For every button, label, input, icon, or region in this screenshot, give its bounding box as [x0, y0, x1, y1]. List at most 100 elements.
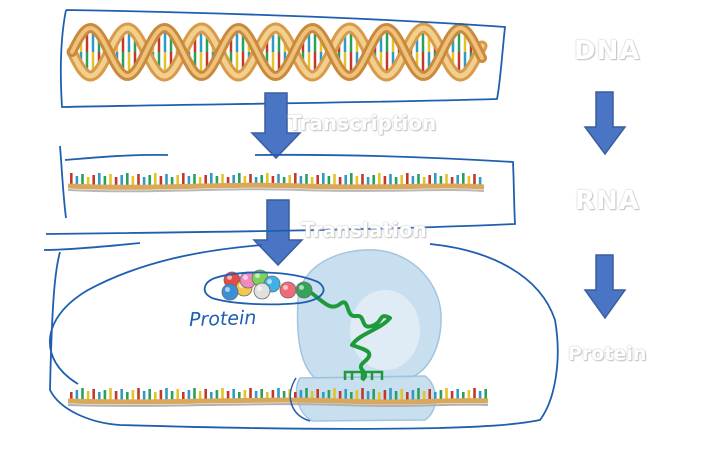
rna-base [389, 388, 392, 401]
rna-base [249, 174, 252, 186]
rna-base [204, 389, 207, 401]
rna-base [182, 392, 185, 401]
rna-base [114, 177, 118, 186]
amino-acid-shine [299, 285, 304, 290]
rna-base [478, 177, 482, 186]
rna-base [338, 177, 342, 186]
rna-base [271, 390, 275, 401]
rna-base [232, 175, 235, 186]
protein-label: Protein [568, 343, 647, 365]
rna-base [210, 392, 213, 401]
rna-base [434, 173, 437, 186]
rna-base [355, 176, 359, 186]
rna-base [243, 390, 247, 401]
rna-base [75, 390, 79, 401]
protein-ink-outline [203, 271, 325, 306]
rna-base [333, 174, 336, 186]
rna-base [232, 389, 235, 401]
rna-base [445, 174, 448, 186]
rna-base [238, 173, 241, 186]
rna-base [305, 388, 308, 401]
rna-base [338, 391, 342, 401]
dna-backbone-strand-a-highlight [69, 25, 485, 79]
rna-base [126, 173, 129, 186]
rna-label: RNA [575, 186, 640, 216]
rna-base [467, 176, 471, 186]
mrna-backbone [67, 397, 489, 405]
rna-base [350, 173, 353, 186]
rna-base [462, 392, 465, 401]
rna-base [176, 389, 179, 401]
amino-acid-shine [283, 285, 288, 290]
rna-base [361, 174, 364, 186]
rna-base [198, 177, 202, 186]
rna-base [142, 177, 146, 186]
rna-base [81, 388, 84, 401]
rna-base [260, 389, 263, 401]
rna-base [182, 173, 185, 186]
rna-base [271, 176, 275, 186]
rna-base [394, 391, 398, 401]
mrna-bases [70, 388, 487, 401]
rna-base [137, 388, 140, 401]
rna-base [422, 177, 426, 186]
rna-base [109, 174, 112, 186]
rna-base [131, 176, 135, 186]
rna-base [154, 392, 157, 401]
rna-base [294, 392, 297, 401]
rna-base [294, 173, 297, 186]
rna-base [176, 175, 179, 186]
rna-base [478, 391, 482, 401]
rna-base [159, 390, 163, 401]
rna-base [422, 391, 426, 401]
polypeptide-chain [308, 290, 392, 382]
down-arrow-icon [583, 254, 627, 320]
rna-base [170, 177, 174, 186]
rna-base [406, 173, 409, 186]
rna-base [484, 389, 487, 401]
rna-base [193, 174, 196, 186]
rna-base [148, 389, 151, 401]
ribosome-small-subunit [295, 375, 437, 422]
dna-helix-icon [66, 22, 488, 82]
rna-base [98, 173, 101, 186]
amino-acid-shine [243, 275, 248, 280]
rna-base [70, 173, 73, 186]
rna-base [400, 389, 403, 401]
ribosome-ink-outline [289, 377, 311, 422]
amino-acid-chain [221, 269, 313, 301]
rna-base [417, 174, 420, 186]
rna-base [126, 392, 129, 401]
rna-base [383, 390, 387, 401]
rna-base [210, 173, 213, 186]
transcription-label: Transcription [288, 111, 437, 135]
rna-base [103, 390, 107, 401]
rna-backbone [67, 182, 485, 190]
amino-acid-shine [257, 286, 262, 291]
rna-base [81, 174, 84, 186]
rna-base [277, 388, 280, 401]
rna-base [417, 388, 420, 401]
rna-base [238, 392, 241, 401]
rna-base [288, 175, 291, 186]
rna-base [165, 388, 168, 401]
rna-base [383, 176, 387, 186]
protein-handwritten-label: Protein [188, 306, 257, 332]
rna-base [456, 389, 459, 401]
rna-ink-outline [45, 145, 516, 235]
rna-base [411, 176, 415, 186]
rna-base [372, 175, 375, 186]
rna-base [316, 389, 319, 401]
rna-base [282, 391, 286, 401]
amino-acid [279, 281, 297, 299]
rna-base [411, 390, 415, 401]
rna-base [154, 173, 157, 186]
rna-base [131, 390, 135, 401]
rna-base [394, 177, 398, 186]
rna-base [204, 175, 207, 186]
rna-base [109, 388, 112, 401]
rna-base [456, 175, 459, 186]
rna-base [221, 388, 224, 401]
amino-acid [295, 281, 313, 299]
rna-base [215, 390, 219, 401]
